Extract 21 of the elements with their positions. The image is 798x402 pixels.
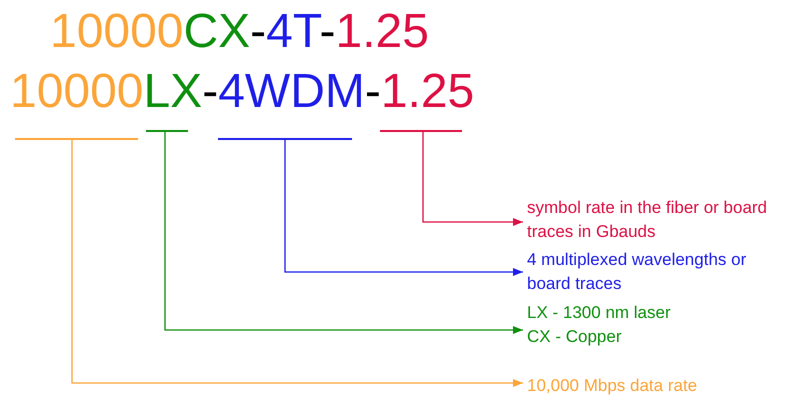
leader-arrow [71, 140, 523, 387]
model-code-part: 1.25 [380, 65, 474, 118]
leader-arrow [422, 132, 523, 226]
model-code-part: 4T [266, 5, 320, 58]
description-text: 4 multiplexed wavelengths or board traces [527, 248, 772, 296]
model-code-part: 4WDM [218, 65, 365, 118]
model-code-part: CX [183, 5, 250, 58]
description-text: LX - 1300 nm laser [527, 302, 671, 324]
description-text: 10,000 Mbps data rate [527, 374, 772, 398]
leader-arrow [164, 132, 523, 334]
model-code-part: - [202, 65, 218, 118]
model-code-part: LX [143, 65, 202, 118]
model-code-part: 10000 [10, 65, 144, 118]
model-code-part: 1.25 [336, 5, 429, 58]
model-code-part: 10000 [50, 5, 184, 58]
model-code-part: - [364, 65, 381, 118]
description-text: symbol rate in the fiber or board traces in Gbauds [527, 196, 772, 244]
leader-arrow [284, 140, 523, 276]
model-code-part: - [320, 5, 336, 58]
model-code-part: - [250, 5, 266, 58]
description-text: CX - Copper [527, 326, 622, 348]
